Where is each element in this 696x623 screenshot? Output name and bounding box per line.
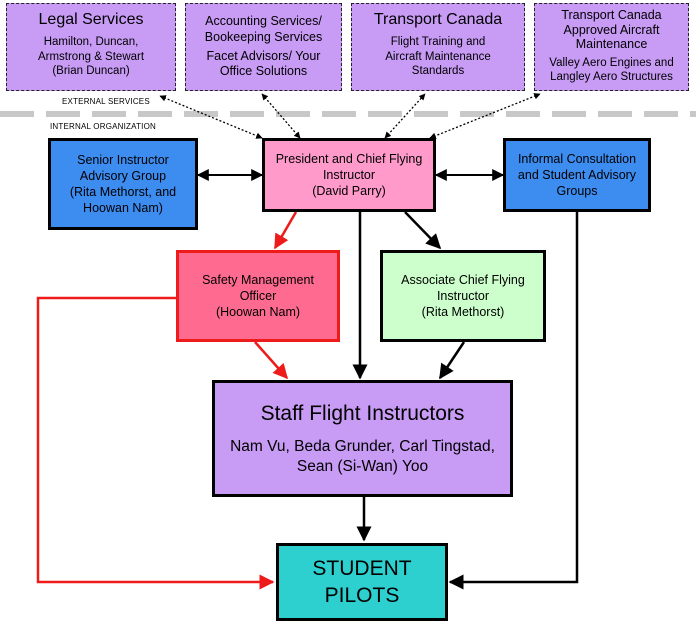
safety-line-3: (Hoowan Nam) — [215, 305, 301, 319]
president-box: President and Chief Flying Instructor (D… — [262, 138, 436, 212]
safety-line-2: Officer — [239, 289, 277, 303]
accounting-title-line-2: Bookeeping Services — [204, 30, 323, 44]
students-line-1: STUDENT — [312, 557, 412, 580]
associate-chief-box: Associate Chief Flying Instructor (Rita … — [380, 250, 546, 342]
link-accounting — [261, 93, 301, 139]
approved-maintenance-box: Transport Canada Approved Aircraft Maint… — [534, 3, 689, 91]
maintenance-sub-line-1: Valley Aero Engines and — [549, 56, 674, 69]
president-line-1: President and Chief Flying — [275, 152, 423, 166]
associate-line-1: Associate Chief Flying — [401, 273, 525, 287]
staff-title: Staff Flight Instructors — [260, 401, 465, 425]
external-services-label: EXTERNAL SERVICES — [62, 97, 150, 106]
student-pilots-box: STUDENT PILOTS — [276, 543, 448, 621]
informal-line-1: Informal Consultation — [517, 152, 637, 166]
president-line-2: Instructor — [322, 168, 376, 182]
arrow-president-associate — [404, 211, 442, 250]
staff-flight-instructors-box: Staff Flight Instructors Nam Vu, Beda Gr… — [212, 380, 513, 497]
legal-services-box: Legal Services Hamilton, Duncan, Armstro… — [6, 3, 176, 91]
safety-line-1: Safety Management — [202, 273, 314, 287]
transport-canada-line-2: Aircraft Maintenance — [385, 50, 491, 63]
arrow-informal-students — [448, 212, 579, 590]
transport-canada-title: Transport Canada — [373, 11, 503, 28]
associate-line-3: (Rita Methorst) — [421, 305, 505, 319]
informal-consultation-box: Informal Consultation and Student Adviso… — [503, 138, 651, 212]
senior-instructor-advisory-box: Senior Instructor Advisory Group (Rita M… — [48, 138, 198, 230]
legal-services-line-1: Hamilton, Duncan, — [43, 36, 139, 48]
legal-services-line-3: (Brian Duncan) — [52, 65, 130, 77]
arrow-safety-students — [36, 296, 275, 590]
students-line-2: PILOTS — [324, 584, 400, 607]
internal-organization-label: INTERNAL ORGANIZATION — [50, 122, 156, 131]
accounting-title-line-1: Accounting Services/ — [205, 14, 322, 28]
maintenance-title-line-1: Transport Canada — [561, 8, 662, 22]
accounting-sub-line-1: Facet Advisors/ Your — [206, 49, 321, 63]
maintenance-title-line-2: Approved Aircraft — [563, 22, 660, 37]
senior-advisory-line-1: Senior Instructor — [77, 153, 169, 167]
accounting-services-box: Accounting Services/ Bookeeping Services… — [185, 3, 342, 91]
arrow-president-safety — [273, 211, 298, 250]
link-transport — [384, 93, 426, 139]
legal-services-line-2: Armstrong & Stewart — [37, 50, 145, 63]
senior-advisory-line-3: (Rita Methorst, and — [69, 185, 177, 199]
informal-line-3: Groups — [556, 184, 598, 198]
safety-management-box: Safety Management Officer (Hoowan Nam) — [176, 250, 340, 342]
arrow-associate-staff — [438, 341, 466, 380]
senior-advisory-line-2: Advisory Group — [79, 169, 167, 183]
informal-line-2: and Student Advisory — [517, 168, 637, 182]
legal-services-title: Legal Services — [38, 11, 144, 28]
staff-line-2: Sean (Si-Wan) Yoo — [296, 457, 429, 475]
accounting-sub-line-2: Office Solutions — [219, 64, 308, 78]
associate-line-2: Instructor — [436, 289, 490, 303]
maintenance-title-line-3: Maintenance — [575, 37, 648, 51]
transport-canada-line-1: Flight Training and — [390, 36, 486, 48]
maintenance-sub-line-2: Langley Aero Structures — [550, 71, 673, 83]
staff-line-1: Nam Vu, Beda Grunder, Carl Tingstad, — [230, 437, 495, 455]
senior-advisory-line-4: Hoowan Nam) — [83, 201, 163, 215]
president-line-3: (David Parry) — [312, 184, 386, 198]
transport-canada-line-3: Standards — [411, 65, 465, 77]
arrow-safety-staff — [254, 341, 288, 380]
transport-canada-box: Transport Canada Flight Training and Air… — [351, 3, 525, 91]
